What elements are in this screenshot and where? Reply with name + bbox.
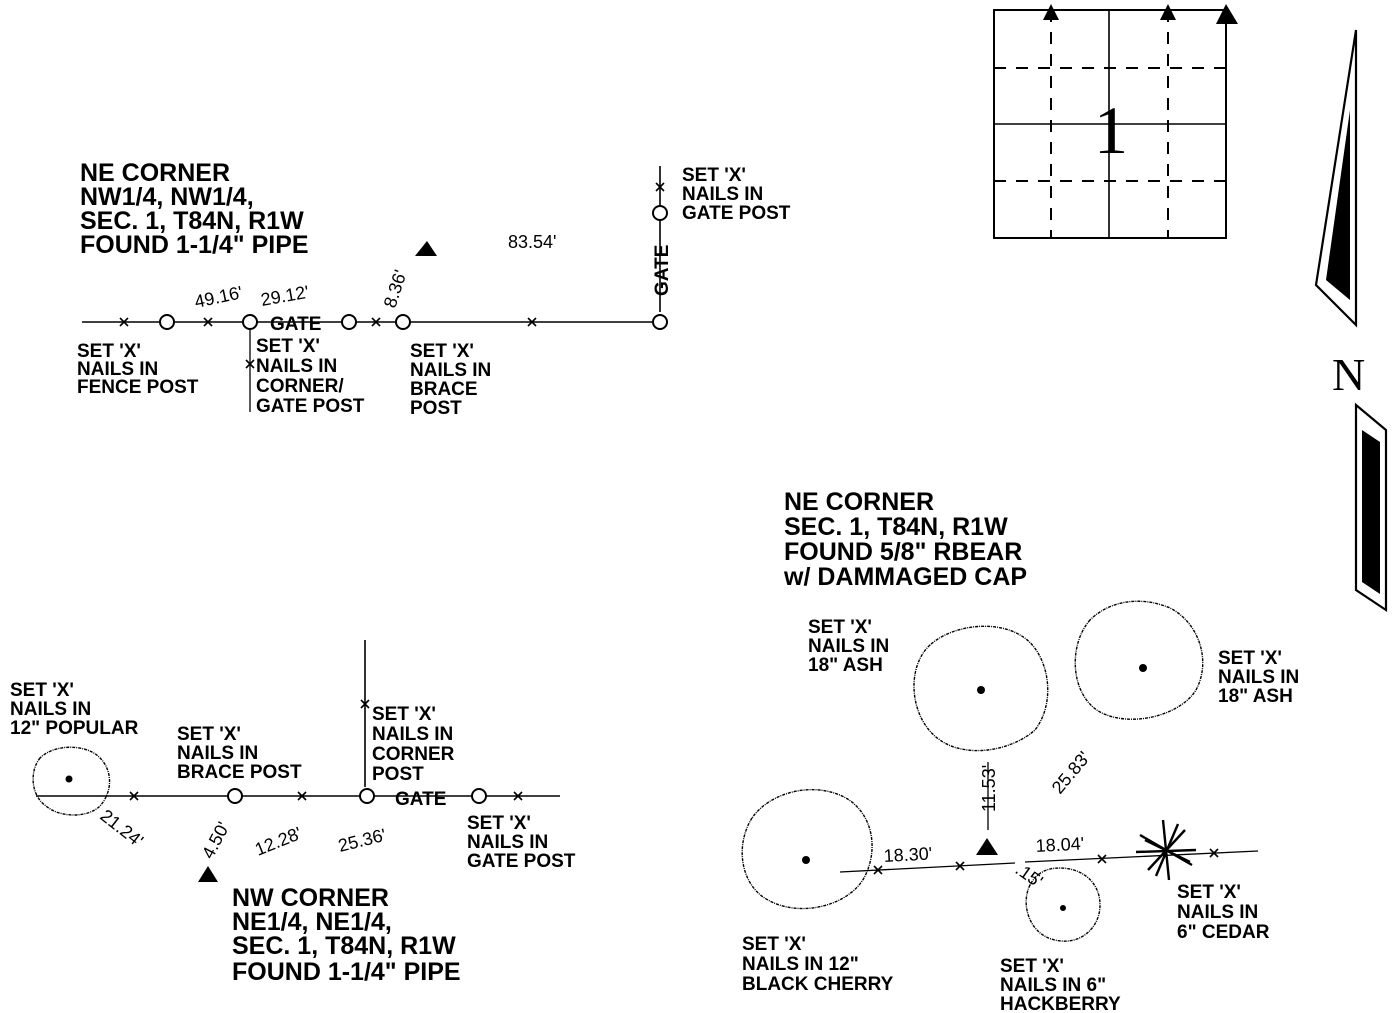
fence-post-circle xyxy=(159,314,175,330)
nail-x-marks-3 xyxy=(873,848,1219,875)
tree-black-cherry-center xyxy=(802,856,810,864)
distance-15: .15' xyxy=(1012,859,1047,892)
note-corner-gate-post: SET 'X' NAILS IN CORNER/ GATE POST xyxy=(256,336,365,417)
gate-post-circle xyxy=(341,314,357,330)
tree-ash-right-center xyxy=(1139,664,1147,672)
distance-25-83: 25.83' xyxy=(1048,748,1094,798)
note-hackberry: SET 'X' NAILS IN 6" HACKBERRY xyxy=(1000,956,1121,1013)
line-end-post-circle xyxy=(652,314,668,330)
tree-ash-left-outline xyxy=(913,625,1049,752)
corner-2-group: NE CORNER SEC. 1, T84N, R1W FOUND 5/8" R… xyxy=(741,488,1305,1013)
tree-hackberry-outline xyxy=(1025,867,1101,942)
gate-label-vertical: GATE xyxy=(652,245,673,296)
nail-x-marks-1 xyxy=(119,182,665,369)
section-key-map: 1 xyxy=(993,4,1238,239)
tree-popular-center xyxy=(65,775,73,783)
gate-label-2: GATE xyxy=(395,789,446,810)
gate-label-1: GATE xyxy=(270,314,321,335)
note-gate-post-1: SET 'X' NAILS IN GATE POST xyxy=(682,165,791,224)
distance-8-36: 8.36' xyxy=(380,267,411,310)
gate-post-top-circle xyxy=(652,205,668,221)
distance-21-24: 21.24' xyxy=(97,805,148,851)
note-corner-post: SET 'X' NAILS IN CORNER POST xyxy=(372,704,460,785)
corner-post-circle xyxy=(359,788,375,804)
note-gate-post-2: SET 'X' NAILS IN GATE POST xyxy=(467,813,576,872)
note-brace-post-1: SET 'X' NAILS IN BRACE POST xyxy=(410,341,497,419)
corner-3-monument-triangle xyxy=(198,866,218,882)
corner-1-group: NE CORNER NW1/4, NW1/4, SEC. 1, T84N, R1… xyxy=(77,159,791,419)
note-ash-left: SET 'X' NAILS IN 18" ASH xyxy=(808,617,895,676)
corner-1-monument-triangle xyxy=(415,241,437,256)
corner-3-group: GATE 21.24' 4.50' 12.28' 25.36' SET 'X' … xyxy=(10,640,576,986)
note-cedar: SET 'X' NAILS IN 6" CEDAR xyxy=(1177,882,1270,943)
section-number: 1 xyxy=(1094,92,1128,168)
note-black-cherry: SET 'X' NAILS IN 12" BLACK CHERRY xyxy=(742,934,894,995)
distance-4-50: 4.50' xyxy=(198,819,234,862)
corner-3-title: NW CORNER NE1/4, NE1/4, SEC. 1, T84N, R1… xyxy=(232,884,463,986)
corner-2-title: NE CORNER SEC. 1, T84N, R1W FOUND 5/8" R… xyxy=(783,488,1029,591)
tree-popular-outline xyxy=(32,746,111,816)
note-brace-post-2: SET 'X' NAILS IN BRACE POST xyxy=(177,724,302,783)
tree-cedar-symbol xyxy=(1135,819,1197,881)
tree-ash-left-center xyxy=(977,686,985,694)
gate-post-2-circle xyxy=(471,788,487,804)
north-arrow: N xyxy=(1314,29,1388,613)
distance-83-54: 83.54' xyxy=(508,232,556,252)
note-ash-right: SET 'X' NAILS IN 18" ASH xyxy=(1218,648,1305,707)
north-letter: N xyxy=(1332,349,1365,400)
corner-1-title: NE CORNER NW1/4, NW1/4, SEC. 1, T84N, R1… xyxy=(80,159,311,259)
tree-black-cherry-outline xyxy=(741,789,873,910)
distance-18-30: 18.30' xyxy=(883,843,932,866)
nail-x-marks-2 xyxy=(129,699,523,801)
corner-2-monument-triangle xyxy=(976,838,998,855)
distance-29-12: 29.12' xyxy=(259,282,310,310)
brace-post-circle xyxy=(395,314,411,330)
tie-line-west xyxy=(839,862,1016,873)
distance-25-36: 25.36' xyxy=(336,825,388,856)
tree-ash-right-outline xyxy=(1074,600,1204,720)
brace-post-2-circle xyxy=(227,788,243,804)
tie-line-east xyxy=(1024,850,1259,863)
note-fence-post: SET 'X' NAILS IN FENCE POST xyxy=(77,341,199,398)
tree-hackberry-center xyxy=(1060,905,1066,911)
corner-gate-post-circle xyxy=(242,314,258,330)
distance-11-53: 11.53' xyxy=(979,765,999,812)
note-popular: SET 'X' NAILS IN 12" POPULAR xyxy=(10,680,139,739)
distance-18-04: 18.04' xyxy=(1035,833,1084,856)
distance-12-28: 12.28' xyxy=(252,823,304,860)
distance-49-16: 49.16' xyxy=(193,282,245,312)
